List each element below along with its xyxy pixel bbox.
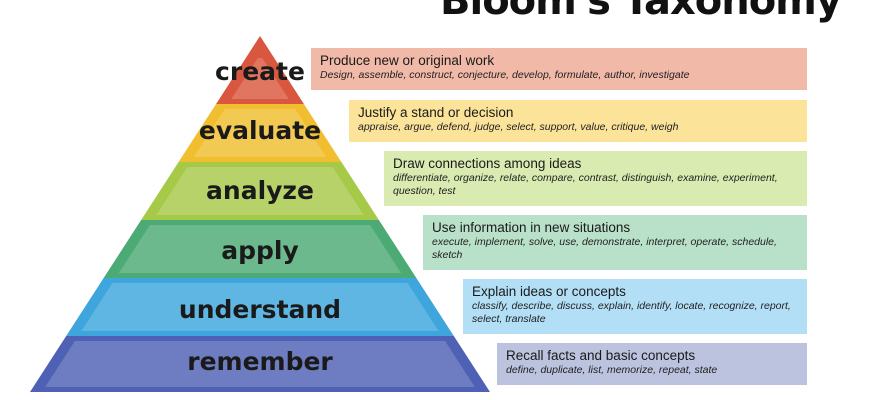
- pyramid-level-create: [216, 36, 304, 104]
- page-title: Bloom's Taxonomy: [440, 0, 842, 24]
- pyramid-level-evaluate: [178, 104, 342, 162]
- pyramid-level-highlight: [45, 341, 475, 387]
- level-label-apply: apply: [221, 236, 299, 265]
- description-heading: Use information in new situations: [432, 220, 631, 235]
- description-verbs: classify, describe, discuss, explain, id…: [472, 300, 791, 325]
- pyramid-level-highlight: [193, 109, 327, 157]
- pyramid-level-highlight: [118, 225, 402, 273]
- level-label-create: create: [215, 57, 305, 86]
- pyramid-level-highlight: [156, 167, 364, 215]
- description-heading: Explain ideas or concepts: [472, 284, 626, 299]
- level-label-remember: remember: [187, 347, 333, 376]
- pyramid-level-apply: [103, 220, 417, 278]
- description-heading: Draw connections among ideas: [393, 156, 582, 171]
- description-verbs: define, duplicate, list, memorize, repea…: [506, 364, 718, 376]
- description-heading: Justify a stand or decision: [358, 105, 514, 120]
- description-verbs: execute, implement, solve, use, demonstr…: [432, 236, 777, 261]
- description-heading: Produce new or original work: [320, 53, 495, 68]
- level-label-analyze: analyze: [206, 176, 314, 205]
- pyramid-level-analyze: [141, 162, 379, 220]
- description-verbs: differentiate, organize, relate, compare…: [393, 172, 778, 197]
- level-label-evaluate: evaluate: [198, 116, 322, 145]
- description-verbs: appraise, argue, defend, judge, select, …: [358, 121, 679, 133]
- pyramid-level-highlight: [231, 58, 289, 99]
- pyramid-level-remember: [30, 336, 490, 392]
- pyramid-level-highlight: [81, 283, 439, 331]
- pyramid-level-understand: [66, 278, 454, 336]
- level-label-understand: understand: [178, 295, 342, 324]
- description-verbs: Design, assemble, construct, conjecture,…: [320, 69, 690, 81]
- description-heading: Recall facts and basic concepts: [506, 348, 696, 363]
